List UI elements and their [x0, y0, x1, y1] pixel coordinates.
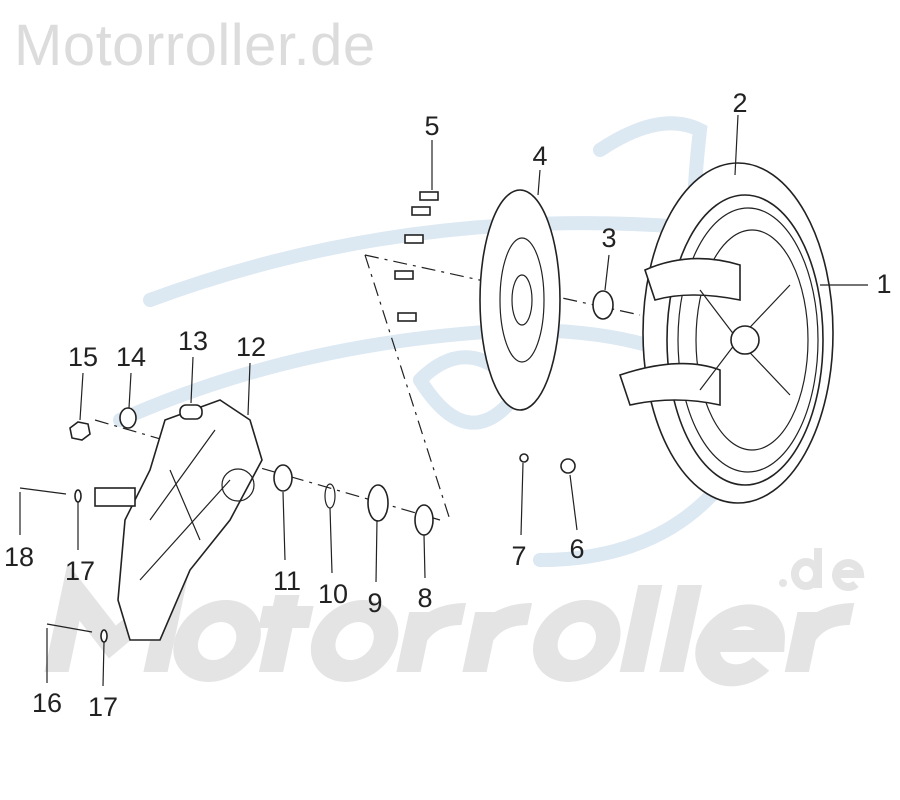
seal-14: [119, 407, 137, 429]
spacer: [592, 290, 614, 320]
callout-1: 1: [876, 269, 891, 299]
watermark-big-picture: [44, 563, 855, 687]
watermark-top: Motorroller.de: [14, 13, 376, 78]
swing-arm-bore: [221, 468, 255, 502]
callout-18: 18: [4, 542, 34, 572]
seal-8: [414, 504, 434, 536]
callout-7: 7: [511, 541, 526, 571]
callout-15: 15: [68, 342, 98, 372]
watermark-suffix-picture: [779, 548, 865, 591]
wheel-assembly: [618, 162, 834, 504]
valve: [560, 458, 576, 474]
callout-6: 6: [569, 534, 584, 564]
bolt-18: [19, 487, 67, 495]
bearing-11: [273, 464, 293, 492]
swing-arm: [117, 399, 263, 641]
bolt-16: [46, 623, 93, 633]
valve-cap: [519, 453, 529, 463]
nut-15: [69, 421, 91, 441]
swing-arm-boss: [94, 487, 136, 507]
callout-17a: 17: [65, 556, 95, 586]
callout-13: 13: [178, 326, 208, 356]
callout-17b: 17: [88, 692, 118, 722]
swing-arm-ribs: [139, 429, 231, 581]
callout-5: 5: [424, 111, 439, 141]
brake-disc: [479, 189, 561, 411]
washer-17a: [74, 489, 82, 503]
leader-lines: [19, 114, 868, 687]
disc-bolts: [394, 191, 439, 322]
callout-4: 4: [532, 141, 547, 171]
callout-11: 11: [273, 566, 301, 596]
callout-8: 8: [417, 583, 432, 613]
collar-13: [179, 404, 203, 420]
callout-12: 12: [236, 332, 266, 362]
callout-14: 14: [116, 342, 146, 372]
callout-10: 10: [318, 579, 348, 609]
callout-2: 2: [732, 88, 747, 118]
washer-17b: [100, 629, 108, 643]
callout-3: 3: [601, 223, 616, 253]
bearing-9: [367, 484, 389, 522]
callout-9: 9: [367, 588, 382, 618]
callout-16: 16: [32, 688, 62, 718]
